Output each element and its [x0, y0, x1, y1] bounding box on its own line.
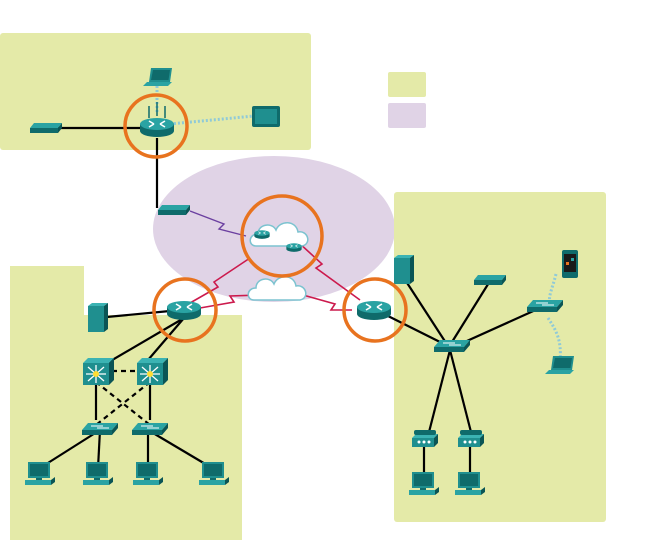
ip-phone-icon-1 — [412, 430, 438, 447]
multilayer-switch-icon-a — [82, 357, 115, 386]
cloud-router-icon-b — [285, 242, 303, 253]
highlight-rings — [123, 93, 408, 343]
modem-icon — [158, 205, 190, 215]
branch-switch-icon — [433, 339, 471, 353]
branch-server-icon — [394, 255, 414, 284]
branch-router-icon — [356, 300, 392, 321]
highlight-ring-branch-router — [342, 277, 408, 343]
legend — [388, 72, 426, 128]
legend-wan-swatch — [388, 103, 426, 128]
branch-lan-zone — [394, 192, 606, 522]
campus-router-icon — [166, 300, 202, 321]
highlight-ring-isp-cloud — [240, 194, 324, 278]
multilayer-switch-icon-b — [136, 357, 169, 386]
branch-hub-icon — [474, 275, 506, 285]
tablet-icon — [252, 106, 280, 127]
legend-lan-swatch — [388, 72, 426, 97]
wireless-router-icon — [139, 102, 175, 138]
server-icon — [88, 303, 108, 332]
smartphone-icon — [562, 250, 578, 278]
highlight-ring-campus-router — [152, 277, 218, 343]
modem-serial-link — [189, 210, 247, 237]
cloud-router-icon-a — [253, 229, 271, 240]
hub-icon — [30, 123, 62, 133]
access-point-icon — [526, 299, 564, 313]
highlight-ring-home-router — [123, 93, 189, 159]
switch-icon-a — [81, 422, 119, 436]
redundant-links — [95, 369, 151, 426]
campus-lan-zone — [10, 266, 242, 540]
switch-icon-b — [131, 422, 169, 436]
ip-phone-icon-2 — [458, 430, 484, 447]
